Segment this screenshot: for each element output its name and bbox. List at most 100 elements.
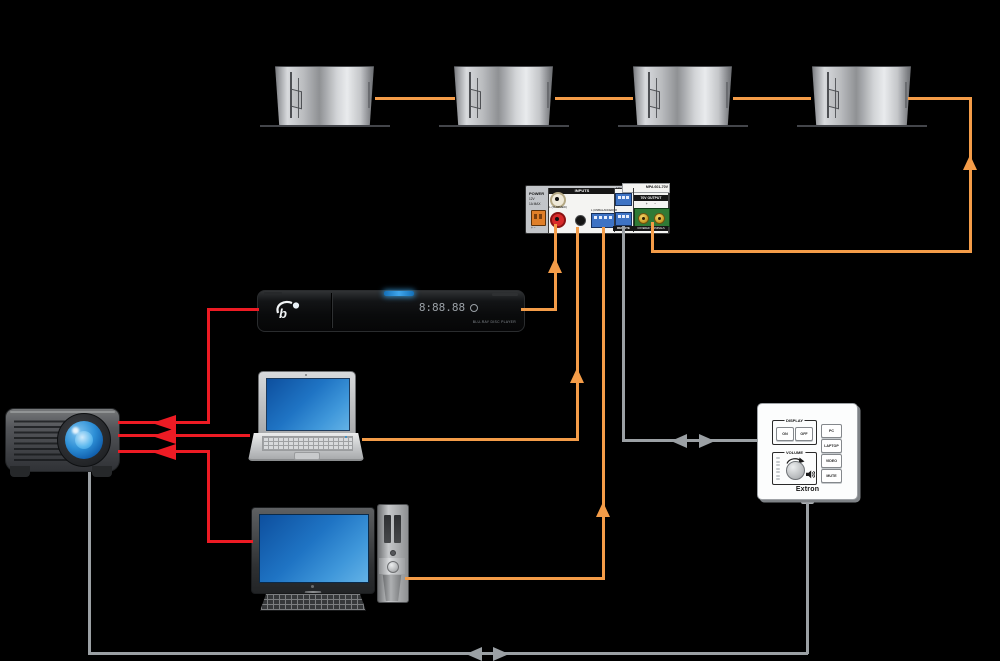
laptop	[248, 370, 364, 461]
speaker-detail-line	[648, 72, 650, 118]
speaker-enclosure	[633, 66, 732, 125]
cable-video-desktop-vertical	[207, 450, 210, 543]
laptop-base	[248, 433, 364, 461]
pin	[622, 196, 625, 199]
cable-speaker-link-3	[733, 97, 811, 100]
arrowhead-left-laptop-video	[152, 427, 176, 444]
arrowhead-up-speaker-feed	[963, 155, 977, 170]
tower-power-button	[390, 550, 396, 556]
speaker-detail-line	[368, 82, 370, 108]
pin	[604, 216, 607, 219]
arrowhead-up-laptop-audio	[570, 368, 584, 383]
projector-foot	[92, 466, 112, 477]
speaker-detail-line	[469, 72, 471, 118]
amp-power-label: POWER	[529, 191, 545, 196]
ceiling-line	[260, 125, 390, 127]
cable-audio-bluray-horizontal	[521, 308, 557, 311]
cable-control-wall-vertical	[806, 503, 809, 654]
wall-plate-tab	[801, 496, 814, 504]
arrowhead-up-desktop-audio	[596, 502, 610, 517]
pc-keyboard	[260, 593, 366, 611]
ceiling-line	[439, 125, 569, 127]
amp-power-volt: 12V	[529, 197, 535, 201]
amp-inputs-band: INPUTS	[549, 188, 615, 194]
arrowhead-up-bluray-audio	[548, 258, 562, 273]
arrowhead-right-projector-control	[493, 646, 509, 661]
amp-70v-output-connector	[634, 208, 670, 227]
display-off-button: OFF	[795, 426, 813, 441]
amp-output-band: 70V OUTPUT	[634, 195, 668, 201]
power-slot	[539, 214, 542, 219]
amp-model-plate: MPA 601-70V	[622, 183, 670, 193]
rca-hole	[555, 197, 559, 201]
speaker-detail-line	[290, 72, 292, 118]
arrowhead-left-projector-control	[466, 646, 482, 661]
amp-35mm-jack	[575, 215, 586, 226]
monitor-power-led	[311, 585, 314, 588]
amp-rca-left-jack	[550, 192, 566, 208]
cable-control-amp-to-wall	[622, 439, 758, 442]
speaker-enclosure	[275, 66, 374, 125]
lens-highlight	[72, 427, 79, 434]
cable-control-bottom-horizontal	[88, 652, 808, 655]
amp-aux-label: 12V	[616, 186, 622, 190]
speaker-detail-line	[656, 78, 657, 118]
speaker-detail-line	[298, 78, 299, 118]
speaker-detail-line	[835, 78, 836, 118]
source-button-laptop: LAPTOP	[821, 439, 842, 453]
volume-led	[776, 467, 780, 470]
laptop-webcam	[305, 373, 307, 376]
tower-drive-bay	[394, 515, 401, 543]
volume-led	[776, 460, 780, 463]
pin	[618, 196, 621, 199]
cable-speaker-link-4	[908, 97, 972, 100]
speaker-enclosure	[454, 66, 553, 125]
output-screw	[638, 213, 649, 224]
cable-speaker-link-2	[555, 97, 633, 100]
volume-led	[776, 464, 780, 467]
pin	[626, 196, 629, 199]
volume-knob	[786, 461, 805, 480]
speaker-enclosure	[812, 66, 911, 125]
projector-lens	[65, 421, 103, 459]
speaker-detail-line	[726, 82, 728, 108]
amp-rca-label: L (SUMMED)	[549, 205, 567, 209]
bluray-logo-letter: b	[279, 306, 287, 321]
laptop-trackpad	[294, 452, 320, 460]
power-slot	[534, 214, 537, 219]
pin	[622, 215, 625, 218]
bluray-top-buttons	[492, 293, 518, 296]
arrowhead-left-bluray-video	[152, 414, 176, 431]
amp-rca-right-jack	[550, 212, 566, 228]
power-amplifier: POWER 12V 1A MAX + − INPUTS MPA 601-70V …	[525, 183, 670, 234]
tower-dial	[387, 561, 399, 573]
bluray-disc-indicator	[384, 291, 414, 296]
tower-foot	[382, 575, 402, 601]
volume-led	[776, 457, 780, 460]
pin	[594, 216, 597, 219]
display-group-label: DISPLAY	[784, 418, 805, 424]
bluray-eject-slot	[264, 292, 282, 295]
panel-divider	[614, 188, 615, 232]
amp-output-polarity: + −	[645, 202, 657, 206]
bluray-clock-display: 8:88.88	[418, 301, 466, 314]
projector-lens-center	[75, 431, 93, 449]
cable-video-bluray-horizontal	[207, 308, 259, 311]
speaker-icon	[806, 470, 815, 479]
cable-video-laptop-to-projector	[118, 434, 250, 437]
amp-power-connector	[531, 210, 546, 226]
ceiling-speaker-1	[260, 64, 390, 128]
bluray-panel-divider	[331, 293, 332, 328]
ceiling-speaker-3	[618, 64, 748, 128]
pin	[599, 216, 602, 219]
wall-controller: DISPLAY ON OFF VOLUME	[757, 403, 858, 500]
speaker-detail-line	[905, 82, 907, 108]
source-button-video: VIDEO	[821, 454, 842, 468]
rca-hole	[555, 217, 559, 221]
ceiling-line	[797, 125, 927, 127]
cable-video-desktop-horizontal	[207, 540, 253, 543]
speaker-bracket	[291, 88, 302, 110]
cable-audio-desktop-vertical	[602, 227, 605, 580]
volume-group-label: VOLUME	[783, 450, 806, 456]
cable-video-bluray-vertical	[207, 308, 210, 424]
